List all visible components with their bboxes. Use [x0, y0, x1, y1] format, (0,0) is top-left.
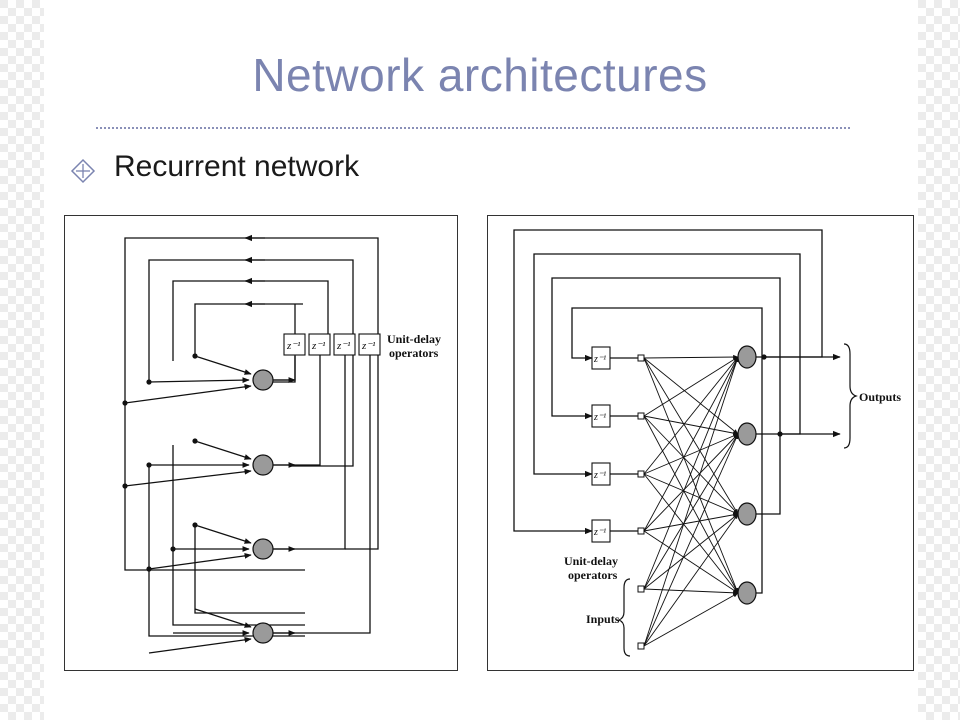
neuron	[252, 538, 274, 560]
right-checker-border	[918, 0, 960, 720]
input-arrows	[124, 355, 296, 654]
delay-operator-label: z⁻¹	[593, 354, 606, 365]
unit-delay-label: Unit-delay	[387, 332, 441, 346]
delay-operator-label: z⁻¹	[593, 527, 606, 538]
output-arrows	[756, 353, 841, 438]
delay-operator-label: z⁻¹	[593, 412, 606, 423]
operators-label: operators	[389, 346, 439, 360]
outputs-label: Outputs	[859, 390, 901, 404]
inputs-label: Inputs	[586, 612, 620, 626]
neurons	[252, 369, 274, 644]
neuron	[737, 502, 757, 526]
diamond-bullet-icon	[70, 158, 96, 184]
slide-title: Network architectures	[252, 49, 708, 101]
delay-boxes	[283, 333, 381, 356]
outputs-brace	[843, 343, 858, 449]
full-connections	[643, 354, 739, 647]
neuron	[737, 581, 757, 605]
delay-operator-label: z⁻¹	[336, 340, 350, 352]
neurons	[737, 345, 757, 605]
feedback-lines	[124, 234, 379, 637]
input-nodes	[637, 354, 645, 650]
title-divider	[96, 127, 850, 129]
junction-dots	[122, 353, 198, 572]
delay-operator-label: z⁻¹	[361, 340, 375, 352]
inputs-brace	[617, 578, 631, 657]
left-checker-border	[0, 0, 44, 720]
operators-label: operators	[568, 568, 618, 582]
neuron	[737, 422, 757, 446]
bullet-text: Recurrent network	[114, 150, 360, 183]
neuron	[252, 454, 274, 476]
delay-boxes	[591, 346, 611, 543]
recurrent-network-figure-left: z⁻¹ z⁻¹ z⁻¹ z⁻¹ Unit-delay operators	[64, 215, 458, 671]
recurrent-network-figure-right: z⁻¹ z⁻¹ z⁻¹ z⁻¹ Unit-delay operators Inp…	[487, 215, 914, 671]
neuron	[737, 345, 757, 369]
neuron	[252, 622, 274, 644]
delay-operator-label: z⁻¹	[286, 340, 300, 352]
unit-delay-label: Unit-delay	[564, 554, 618, 568]
feedback-loops	[513, 229, 823, 594]
neuron	[252, 369, 274, 391]
delay-operator-label: z⁻¹	[593, 470, 606, 481]
delay-operator-label: z⁻¹	[311, 340, 325, 352]
